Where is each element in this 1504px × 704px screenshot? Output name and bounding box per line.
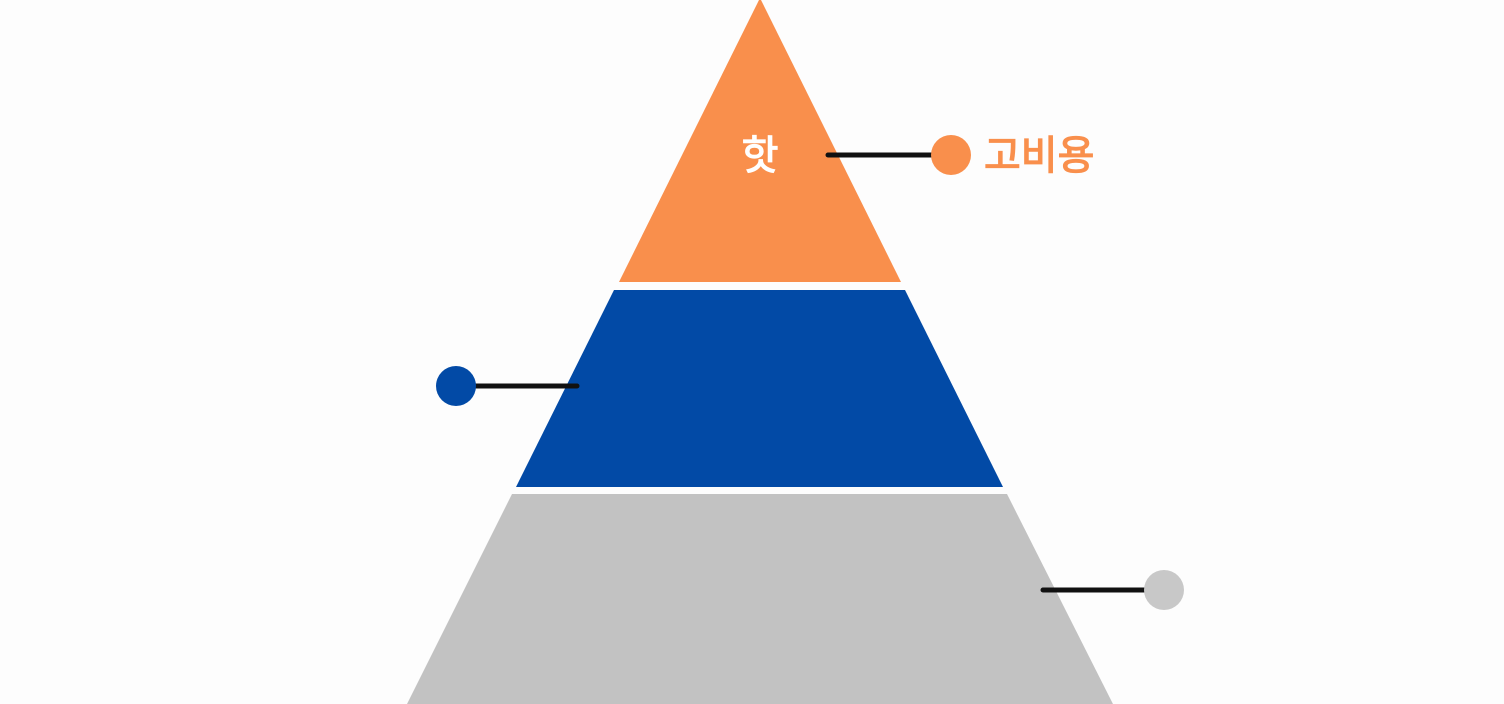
tier-middle-callout-dot (436, 366, 476, 406)
tier-top-shape (619, 0, 901, 282)
tier-bottom-callout-dot (1144, 570, 1184, 610)
tier-top-label: 핫 (742, 133, 779, 179)
tier-middle-shape (516, 290, 1003, 487)
tier-top-callout-label: 고비용 (984, 133, 1094, 179)
tier-bottom-shape (407, 494, 1113, 704)
tier-top-callout-dot (931, 135, 971, 175)
